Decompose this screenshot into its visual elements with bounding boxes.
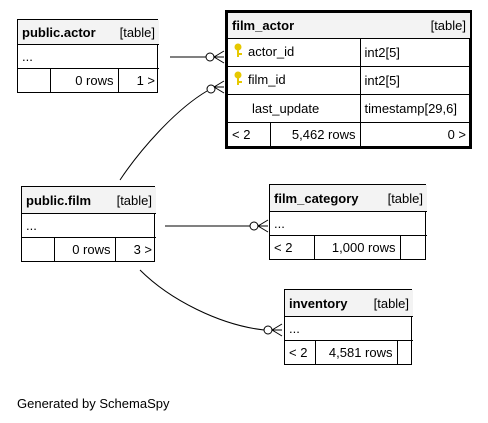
table-node-inventory[interactable]: inventory [table] ... < 2 4,581 rows <box>284 289 414 365</box>
table-kind: [table] <box>373 295 410 311</box>
parents-cell <box>22 237 55 261</box>
columns-ellipsis: ... <box>22 213 156 238</box>
table-node-film-actor[interactable]: film_actor [table] actor_id int2[5] film… <box>225 10 472 149</box>
column-type: timestamp[29,6] <box>359 94 470 123</box>
table-name[interactable]: public.actor <box>22 24 96 40</box>
edge-film-film-actor <box>119 90 208 181</box>
row-count: 0 rows <box>49 68 119 92</box>
parents-cell <box>18 68 51 92</box>
key-icon <box>232 43 248 62</box>
columns-ellipsis: ... <box>18 44 160 69</box>
column-name: film_id <box>248 71 286 87</box>
table-kind: [table] <box>430 18 466 33</box>
column-row: last_update timestamp[29,6] <box>228 94 470 123</box>
parents-link[interactable]: < 2 <box>228 122 271 146</box>
columns-ellipsis: ... <box>270 211 427 236</box>
table-kind: [table] <box>116 192 152 208</box>
parents-link[interactable]: < 2 <box>285 340 316 364</box>
edge-film-inventory <box>139 269 265 331</box>
children-link[interactable]: 0 > <box>359 122 470 146</box>
generated-by-footer: Generated by SchemaSpy <box>17 396 170 411</box>
table-node-actor[interactable]: public.actor [table] ... 0 rows 1 > <box>17 19 160 93</box>
column-name: actor_id <box>248 43 295 59</box>
table-node-film[interactable]: public.film [table] ... 0 rows 3 > <box>21 186 156 262</box>
children-link[interactable]: 1 > <box>117 68 160 92</box>
parents-link[interactable]: < 2 <box>270 235 315 259</box>
row-count: 4,581 rows <box>314 340 398 364</box>
row-count: 1,000 rows <box>313 235 401 259</box>
column-row: actor_id int2[5] <box>228 38 470 67</box>
row-count: 5,462 rows <box>269 122 361 146</box>
row-count: 0 rows <box>53 237 116 261</box>
column-type: int2[5] <box>359 66 470 95</box>
table-kind: [table] <box>387 190 423 206</box>
table-name[interactable]: film_category <box>274 190 359 206</box>
children-cell <box>399 235 427 259</box>
table-node-film-category[interactable]: film_category [table] ... < 2 1,000 rows <box>269 184 427 260</box>
columns-ellipsis: ... <box>285 316 414 341</box>
table-name[interactable]: film_actor <box>232 18 295 33</box>
children-link[interactable]: 3 > <box>114 237 156 261</box>
table-kind: [table] <box>119 24 156 40</box>
column-type: int2[5] <box>359 38 470 67</box>
children-cell <box>396 340 414 364</box>
table-name[interactable]: inventory <box>289 295 348 311</box>
column-name: last_update <box>228 94 361 123</box>
table-name[interactable]: public.film <box>26 192 91 208</box>
column-row: film_id int2[5] <box>228 66 470 95</box>
key-icon <box>232 71 248 90</box>
